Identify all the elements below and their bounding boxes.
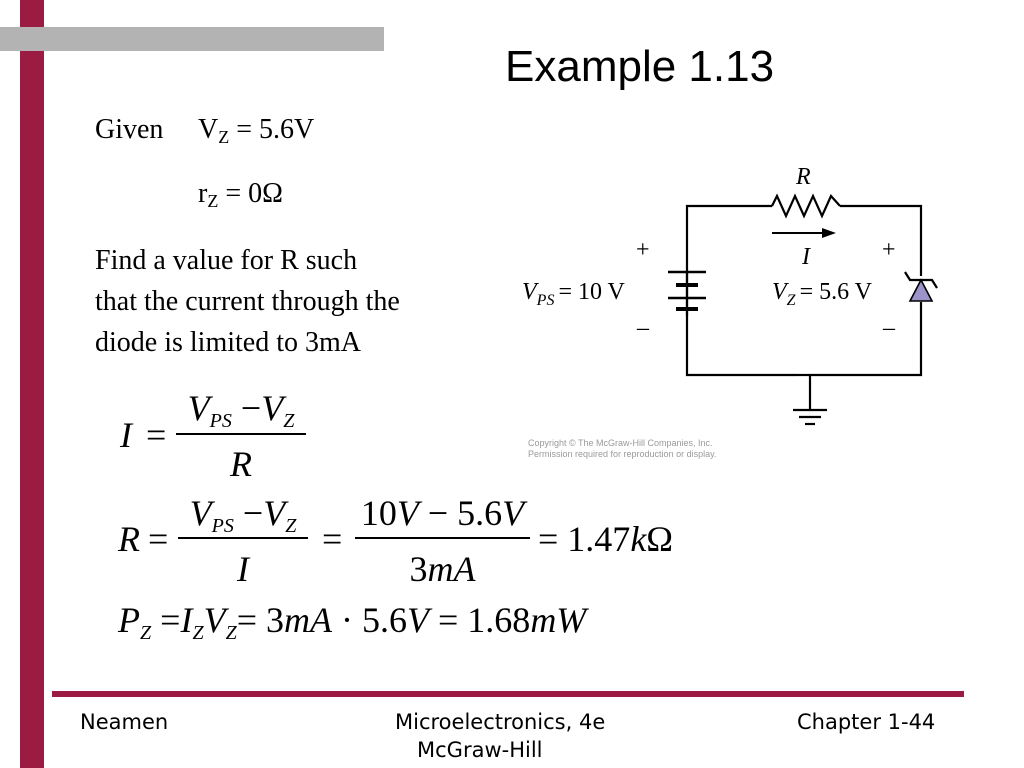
current-label: I [801, 244, 811, 270]
minus-left: – [636, 315, 650, 341]
zener-circuit-diagram: R I + – + – VPS= 10 V VZ= 5.6 V [522, 164, 938, 426]
eq2-numerator-2: 10V − 5.6V [360, 493, 525, 533]
given-rz: rZ = 0Ω [198, 178, 283, 211]
circuit-wires [685, 193, 923, 426]
vps-label: VPS= 10 V [522, 279, 626, 309]
eq2-fraction-bar-2 [355, 537, 530, 539]
zener-diode-symbol [904, 271, 938, 302]
footer-divider [52, 691, 964, 697]
footer-publisher: McGraw-Hill [417, 738, 543, 762]
given-label: Given [95, 114, 164, 145]
given-vz: VZ = 5.6V [198, 114, 315, 147]
problem-statement: Find a value for R such that the current… [95, 240, 485, 363]
top-gray-bar [0, 27, 384, 51]
footer-book-title: Microelectronics, 4e [395, 710, 606, 734]
footer-chapter-page: Chapter 1-44 [797, 710, 936, 734]
eq1-denominator: R [230, 444, 252, 484]
copyright-notice: Copyright © The McGraw-Hill Companies, I… [528, 438, 717, 459]
plus-right: + [882, 237, 896, 263]
eq1-numerator: VPS −VZ [187, 388, 295, 432]
slide-title: Example 1.13 [505, 42, 775, 91]
resistor-label: R [795, 164, 811, 190]
battery-symbol [668, 270, 706, 311]
eq2-denominator-1: I [237, 549, 249, 589]
eq2-numerator: VPS −VZ [189, 493, 297, 537]
resistor-symbol [771, 193, 841, 219]
problem-line-3: diode is limited to 3mA [95, 327, 361, 358]
eq2-fraction-bar-1 [178, 537, 308, 539]
footer-author: Neamen [80, 710, 169, 734]
problem-line-1: Find a value for R such [95, 245, 358, 276]
minus-right: – [882, 315, 896, 341]
problem-line-2: that the current through the [95, 286, 400, 317]
vz-label: VZ= 5.6 V [772, 279, 873, 309]
eq2-result: = 1.47kΩ [538, 519, 674, 559]
equation-power: PZ =IZVZ= 3mA · 5.6V = 1.68mW [118, 600, 587, 644]
eq1-fraction-bar [176, 433, 306, 435]
plus-left: + [636, 237, 650, 263]
eq2-denominator-2: 3mA [409, 549, 476, 589]
left-accent-bar [20, 0, 44, 768]
